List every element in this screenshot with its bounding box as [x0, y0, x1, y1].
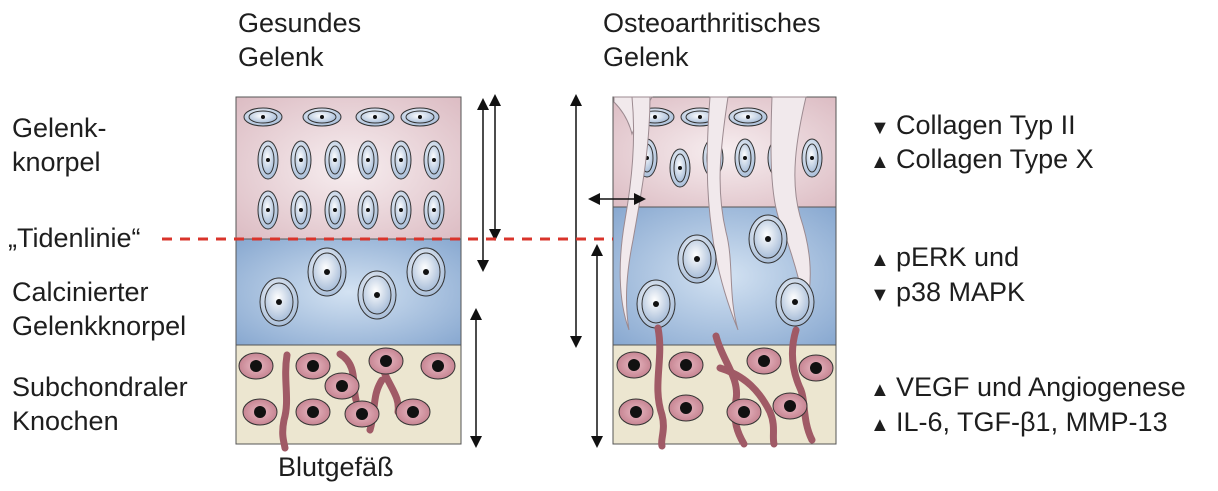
- healthy-joint: [236, 97, 461, 448]
- oa-joint: [613, 97, 836, 446]
